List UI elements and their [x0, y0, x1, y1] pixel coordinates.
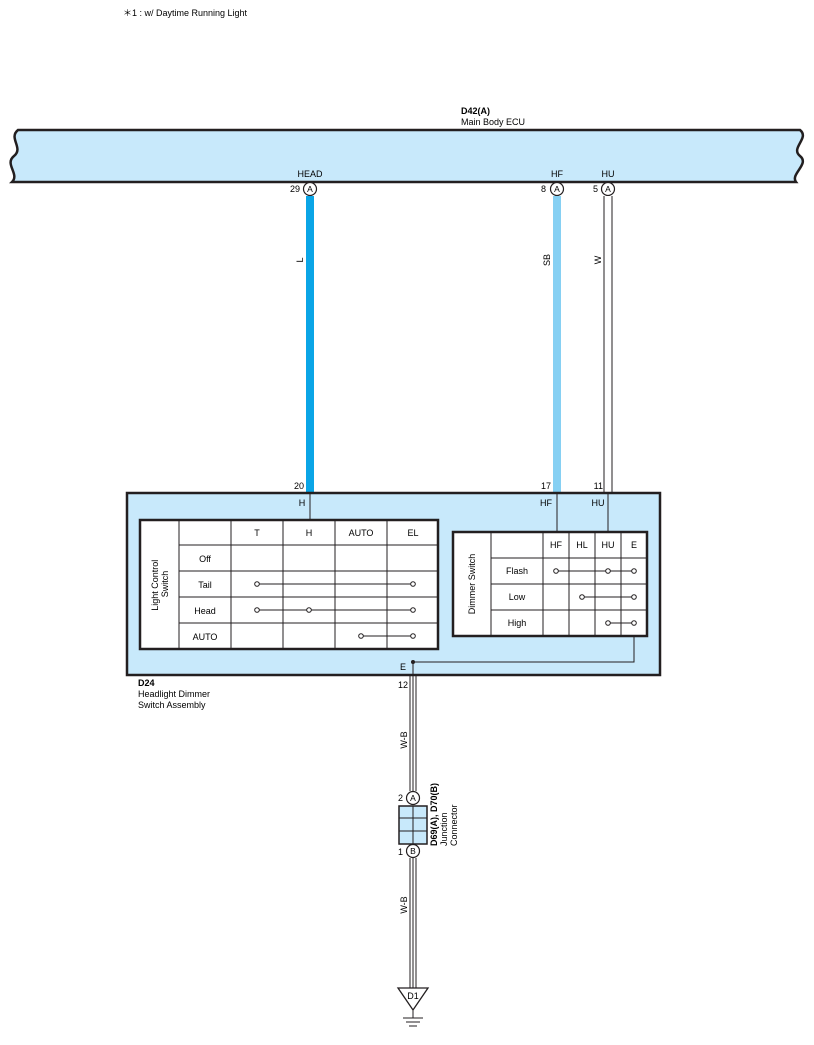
light-col-auto: AUTO	[349, 528, 374, 538]
junction-dot	[411, 660, 415, 664]
dimmer-row-low: Low	[509, 592, 526, 602]
light-table-title-line2: Switch	[160, 571, 170, 598]
wire-wb-lower	[409, 858, 417, 988]
connector-letter: A	[605, 184, 611, 194]
wire-w-code: W	[593, 255, 603, 264]
ecu-code: D42(A)	[461, 106, 490, 116]
ecu-terminal-pin: 29	[290, 184, 300, 194]
wire-l-code: L	[295, 257, 305, 262]
ground-point: D1	[396, 987, 430, 1027]
junction-label: D69(A), D70(B) Junction Connector	[429, 780, 459, 846]
contact-point	[579, 594, 585, 600]
ecu-name: Main Body ECU	[461, 117, 525, 127]
light-row-off: Off	[199, 554, 211, 564]
wire-l	[306, 196, 314, 494]
light-row-head: Head	[194, 606, 216, 616]
contact-point	[254, 607, 260, 613]
contact-point	[553, 568, 559, 574]
dimmer-row-high: High	[508, 618, 527, 628]
light-control-switch-table: Light Control Switch T H AUTO EL Off Tai…	[138, 518, 440, 651]
contact-point	[631, 594, 637, 600]
switch-pin-h: 20	[294, 481, 304, 491]
connector-letter: B	[410, 846, 416, 856]
light-col-el: EL	[407, 528, 418, 538]
junction-pin-a: 2	[398, 793, 403, 803]
wire-wb-lower-code: W-B	[399, 896, 409, 913]
wire-wb-upper	[409, 676, 417, 791]
contact-point	[410, 633, 416, 639]
contact-point	[254, 581, 260, 587]
contact-point	[358, 633, 364, 639]
ecu-terminal-name: HEAD	[297, 169, 323, 179]
connector-circle	[405, 843, 421, 859]
switch-term-hu: HU	[592, 498, 605, 508]
switch-term-e: E	[400, 662, 406, 672]
switch-assembly-name-2: Switch Assembly	[138, 700, 206, 710]
ecu-terminal-pin: 5	[593, 184, 598, 194]
switch-term-hf: HF	[540, 498, 552, 508]
switch-pin-hf: 17	[541, 481, 551, 491]
ecu-terminal-hf: HF 8 A	[541, 169, 565, 197]
switch-assembly-name-1: Headlight Dimmer	[138, 689, 210, 699]
junction-pin-b: 1	[398, 847, 403, 857]
switch-term-h: H	[299, 498, 306, 508]
light-row-tail: Tail	[198, 580, 212, 590]
wire-sb-code: SB	[542, 254, 552, 266]
connector-circle	[600, 181, 616, 197]
ecu-terminal-pin: 8	[541, 184, 546, 194]
contact-point	[410, 607, 416, 613]
contact-point	[605, 620, 611, 626]
connector-letter: A	[307, 184, 313, 194]
connector-letter: A	[410, 793, 416, 803]
light-col-t: T	[254, 528, 260, 538]
dimmer-switch-table: Dimmer Switch HF HL HU E Flash Low High	[451, 530, 649, 638]
ecu-bar-shape	[8, 128, 805, 184]
junction-name-1: Junction	[439, 812, 449, 846]
junction-connector: 2 A 1 B D69(A), D70(B) Junction Connecto…	[398, 780, 459, 859]
dimmer-col-hl: HL	[576, 540, 588, 550]
wire-w	[603, 196, 613, 494]
dimmer-row-flash: Flash	[506, 566, 528, 576]
light-col-h: H	[306, 528, 313, 538]
light-table-title-line1: Light Control	[150, 560, 160, 611]
switch-pin-hu: 11	[594, 481, 603, 491]
ecu-terminal-hu: HU 5 A	[593, 169, 616, 197]
wire-w-body	[604, 196, 612, 494]
switch-assembly-code: D24	[138, 678, 155, 688]
light-table-title: Light Control Switch	[150, 557, 170, 611]
light-row-auto: AUTO	[193, 632, 218, 642]
dimmer-col-hf: HF	[550, 540, 562, 550]
contact-point	[631, 620, 637, 626]
wire-sb	[553, 196, 561, 494]
footnote-text: ＊1 : w/ Daytime Running Light	[123, 8, 248, 18]
ground-label: D1	[407, 991, 419, 1001]
contact-point	[631, 568, 637, 574]
light-contacts	[254, 581, 416, 639]
ecu-terminal-name: HF	[551, 169, 563, 179]
internal-lead-e	[412, 636, 635, 676]
dimmer-col-e: E	[631, 540, 637, 550]
connector-circle	[405, 790, 421, 806]
main-body-ecu: D42(A) Main Body ECU	[8, 106, 805, 184]
junction-code: D69(A), D70(B)	[429, 783, 439, 846]
ecu-terminal-head: HEAD 29 A	[290, 169, 323, 197]
ground-triangle	[396, 987, 430, 1012]
dimmer-table-title: Dimmer Switch	[467, 554, 477, 615]
contact-point	[306, 607, 312, 613]
connector-circle	[549, 181, 565, 197]
dimmer-contacts	[553, 568, 637, 626]
wire-wb-upper-code: W-B	[399, 731, 409, 748]
contact-point	[605, 568, 611, 574]
switch-pin-e: 12	[398, 680, 408, 690]
connector-letter: A	[554, 184, 560, 194]
headlight-dimmer-switch-assembly: 20 17 11 H HF HU E Light Control S	[125, 481, 662, 677]
contact-point	[410, 581, 416, 587]
junction-name-2: Connector	[449, 804, 459, 846]
dimmer-col-hu: HU	[602, 540, 615, 550]
connector-circle	[302, 181, 318, 197]
ecu-terminal-name: HU	[602, 169, 615, 179]
